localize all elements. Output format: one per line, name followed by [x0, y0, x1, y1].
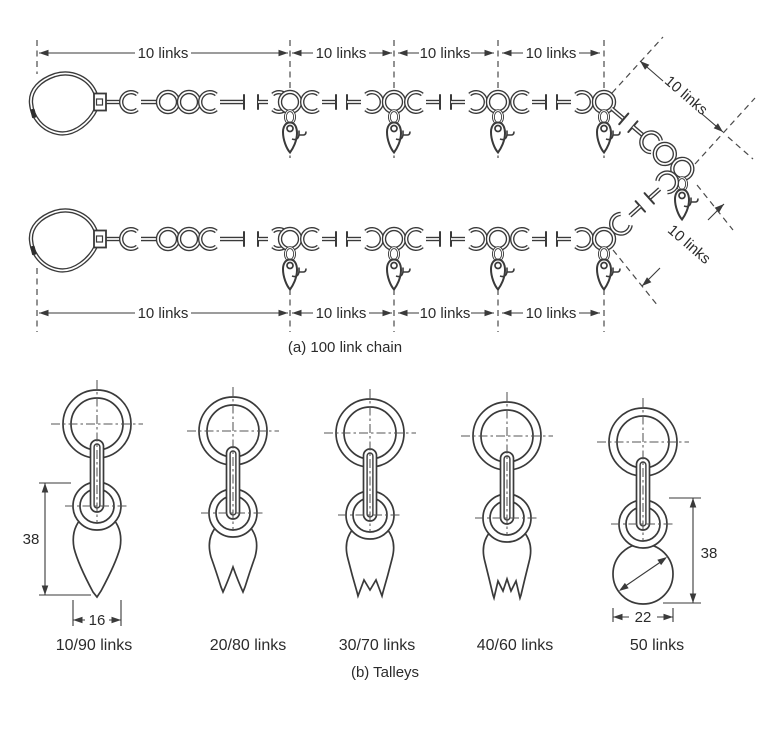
- caption-part-b: (b) Talleys: [351, 664, 419, 681]
- tally-label-30-70: 30/70 links: [339, 637, 416, 654]
- dim-label-bottom-3: 10 links: [420, 305, 471, 322]
- tally-40-60: [460, 391, 554, 602]
- tally-50: 38 22: [596, 397, 718, 626]
- tally-label-20-80: 20/80 links: [210, 637, 287, 654]
- chain-row-top: [30, 74, 620, 153]
- dim-label-top-4: 10 links: [526, 45, 577, 62]
- tally-30-70: [323, 388, 417, 599]
- dimension-line-diagonal-upper: 10 links: [637, 58, 726, 135]
- chain-row-bottom: [30, 211, 620, 290]
- dim-value-38-right: 38: [701, 545, 718, 562]
- dim-height-38-right: 38: [663, 497, 718, 604]
- dimension-line-bottom: 10 links 10 links 10 links 10 links: [39, 305, 600, 322]
- dim-value-22: 22: [635, 609, 652, 626]
- tally-10-90: 38 16: [23, 379, 144, 629]
- tally-label-50: 50 links: [630, 637, 684, 654]
- dim-label-diagonal-1: 10 links: [661, 73, 711, 119]
- dim-value-38: 38: [23, 531, 40, 548]
- dim-label-bottom-4: 10 links: [526, 305, 577, 322]
- dim-label-top-3: 10 links: [420, 45, 471, 62]
- dim-label-top-1: 10 links: [138, 45, 189, 62]
- dim-width-16: 16: [72, 600, 122, 629]
- dim-label-bottom-1: 10 links: [138, 305, 189, 322]
- extension-lines-diagonal: [611, 36, 756, 307]
- dim-label-diagonal-2: 10 links: [664, 222, 714, 268]
- part-b-talleys: 38 16: [23, 379, 718, 681]
- part-a-chain: 10 links 10 links 10 links 10 links 10 l…: [30, 36, 756, 356]
- tally-20-80: [186, 386, 280, 595]
- tally-label-10-90: 10/90 links: [56, 637, 133, 654]
- caption-part-a: (a) 100 link chain: [288, 339, 402, 356]
- extension-lines-bottom: [36, 268, 605, 332]
- disc-diameter-arrow: [617, 554, 669, 594]
- tally-label-40-60: 40/60 links: [477, 637, 554, 654]
- dim-height-38-left: 38: [23, 482, 91, 596]
- dimension-line-top: 10 links 10 links 10 links 10 links: [39, 45, 600, 62]
- dim-label-bottom-2: 10 links: [316, 305, 367, 322]
- dim-value-16: 16: [89, 612, 106, 629]
- chain-diagonal-upper: [610, 106, 696, 183]
- dim-label-top-2: 10 links: [316, 45, 367, 62]
- chain-diagonal-lower: [607, 169, 681, 238]
- dim-width-22: 22: [612, 608, 674, 626]
